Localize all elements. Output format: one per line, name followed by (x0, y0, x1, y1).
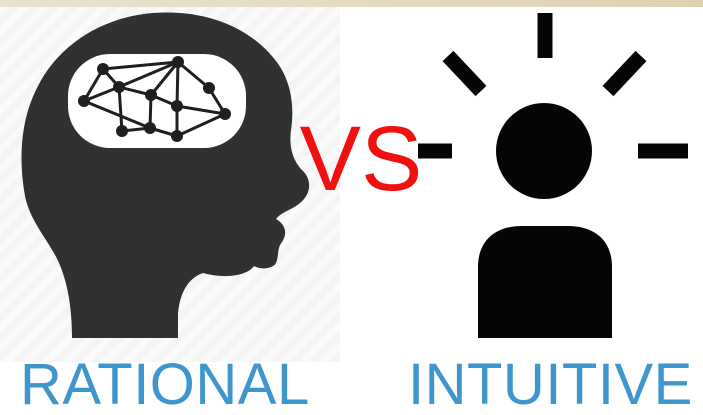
intuitive-person-idea-icon (418, 13, 688, 338)
top-background-strip (0, 0, 703, 7)
idea-rays-icon (418, 13, 688, 159)
brain-panel (68, 54, 246, 148)
rational-label: RATIONAL (20, 352, 310, 415)
person-head (496, 103, 592, 199)
vs-label: VS (300, 108, 423, 210)
person-body (478, 226, 612, 338)
rational-head-network-icon (21, 12, 310, 338)
intuitive-label: INTUITIVE (408, 352, 693, 415)
network-node-group (78, 56, 231, 142)
